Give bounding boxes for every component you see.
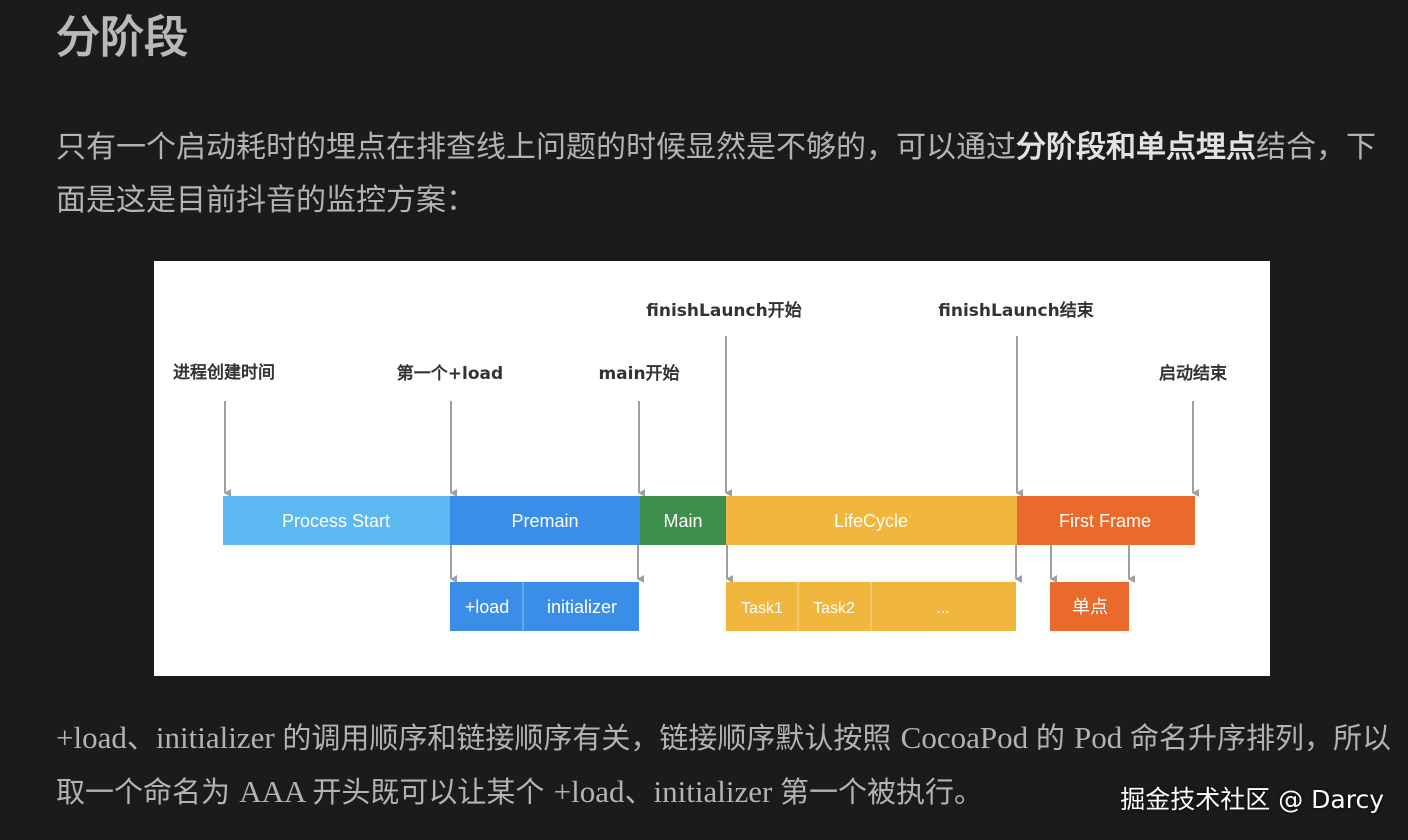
intro-text-2: 结合，下面是这是目前抖音的监控方案：	[56, 130, 1376, 218]
phase-label-first-frame: First Frame	[1059, 511, 1151, 531]
phase-first-frame	[1017, 496, 1195, 545]
marker-label-first-load: 第一个+load	[397, 363, 503, 384]
phase-label-premain: Premain	[511, 511, 578, 531]
sub-block-load	[450, 582, 523, 631]
sub-block-task2	[798, 582, 871, 631]
sub-label-task1: Task1	[741, 600, 783, 617]
sub-label-single-point: 单点	[1072, 597, 1108, 618]
order-text: +load	[553, 774, 625, 809]
launch-phases-diagram: 进程创建时间 第一个+load main开始 finishLaunch开始 fi…	[154, 261, 1270, 676]
sub-block-initializer	[523, 582, 639, 631]
intro-bold-text: 分阶段和单点埋点	[1016, 130, 1256, 165]
order-text: initializer	[155, 720, 283, 755]
intro-paragraph: 只有一个启动耗时的埋点在排查线上问题的时候显然是不够的，可以通过分阶段和单点埋点…	[56, 121, 1396, 227]
order-text: 的调用顺序和链接顺序有关，链接顺序默认按照	[282, 721, 901, 755]
sub-block-more	[871, 582, 1016, 631]
sub-label-task2: Task2	[813, 600, 855, 617]
marker-label-finishlaunch-start: finishLaunch开始	[646, 300, 801, 321]
marker-label-main-start: main开始	[598, 363, 679, 384]
sub-block-task1	[726, 582, 798, 631]
order-text: Pod	[1074, 720, 1131, 755]
order-text: CocoaPod	[900, 720, 1036, 755]
phase-label-lifecycle: LifeCycle	[834, 511, 908, 531]
order-text: initializer	[653, 774, 781, 809]
sub-label-initializer: initializer	[547, 597, 617, 617]
section-heading: 分阶段	[56, 12, 188, 63]
marker-label-process-create: 进程创建时间	[173, 362, 275, 383]
phase-process-start	[223, 496, 450, 545]
intro-text-1: 只有一个启动耗时的埋点在排查线上问题的时候显然是不够的，可以通过	[56, 130, 1016, 165]
sub-label-more: ...	[936, 600, 949, 617]
sub-block-single-point	[1050, 582, 1129, 631]
order-text: 、	[126, 721, 156, 755]
diagram-canvas: 进程创建时间 第一个+load main开始 finishLaunch开始 fi…	[173, 300, 1227, 631]
order-text: +load	[56, 720, 127, 755]
phase-lifecycle	[726, 496, 1017, 545]
order-text: 、	[624, 775, 654, 809]
phase-label-process-start: Process Start	[282, 511, 390, 531]
marker-label-launch-end: 启动结束	[1159, 363, 1227, 384]
sub-label-load: +load	[465, 597, 510, 617]
order-text: 命名升序排列，所以取一个命名为	[56, 721, 1392, 809]
phase-label-main: Main	[663, 511, 702, 531]
order-paragraph: +load、initializer 的调用顺序和链接顺序有关，链接顺序默认按照 …	[56, 711, 1396, 819]
order-text: 第一个被执行。	[780, 775, 984, 809]
order-text: 开头既可以让某个	[312, 775, 554, 809]
watermark: 掘金技术社区 @ Darcy	[1120, 785, 1384, 814]
marker-label-finishlaunch-end: finishLaunch结束	[938, 300, 1093, 321]
phase-premain	[450, 496, 640, 545]
order-text: 的	[1035, 721, 1075, 755]
phase-main	[640, 496, 726, 545]
order-text: AAA	[239, 774, 313, 809]
